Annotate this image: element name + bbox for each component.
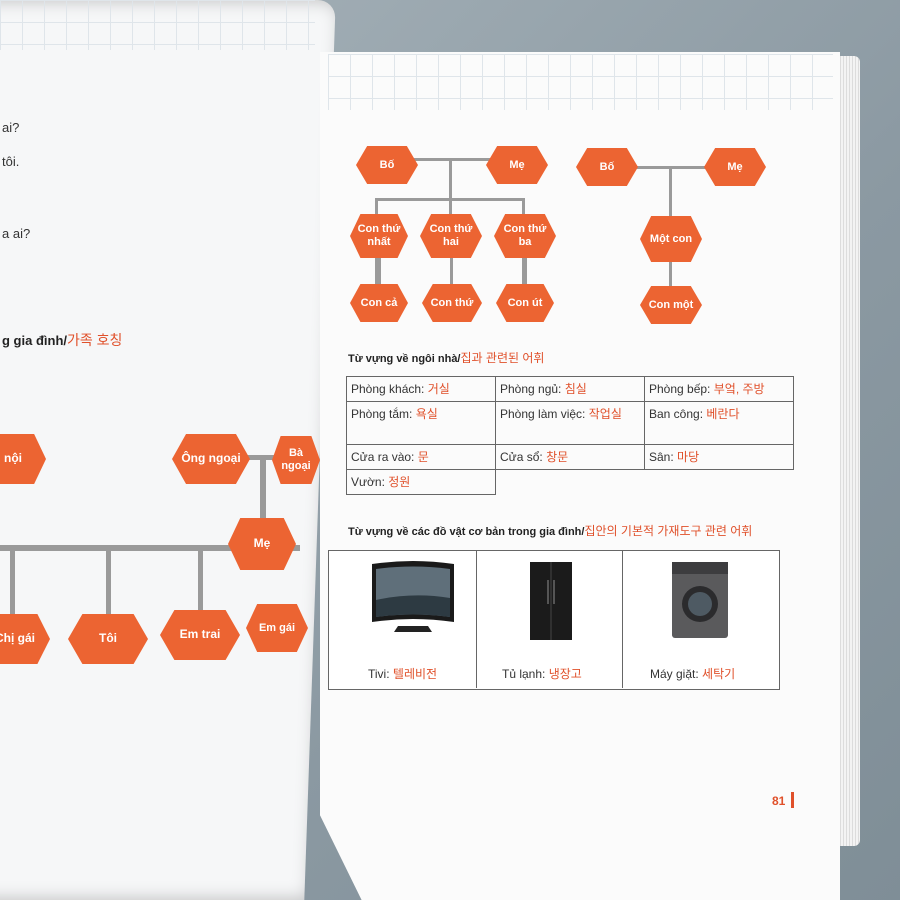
tree1-node-con-thu-ba: Con thứ ba <box>494 214 556 258</box>
left-tree-branch-3 <box>198 550 203 615</box>
tree2-node-me: Mẹ <box>704 148 766 186</box>
tree1-node-con-ut: Con út <box>496 284 554 322</box>
table-row: Cửa ra vào: 문 Cửa sổ: 창문 Sân: 마당 <box>346 444 794 470</box>
table-cell: Phòng khách: 거실 <box>346 376 496 402</box>
right-grid-header <box>328 54 833 110</box>
page-edges <box>838 56 860 846</box>
tree1-gc-link-2 <box>450 258 453 284</box>
table-row: Phòng khách: 거실 Phòng ngủ: 침실 Phòng bếp:… <box>346 376 794 402</box>
table-cell: Phòng làm việc: 작업실 <box>495 401 645 445</box>
table-cell: Vườn: 정원 <box>346 469 496 495</box>
appliance-divider-1 <box>476 550 477 688</box>
tree1-node-con-thu-nhat: Con thứ nhất <box>350 214 408 258</box>
left-tree-grandparent-link <box>230 455 280 460</box>
left-line-3: a ai? <box>2 226 31 241</box>
tree2-node-mot-con: Một con <box>640 216 702 262</box>
tree-node-ong-ngoai: Ông ngoại <box>172 434 250 484</box>
table-empty-cell <box>645 470 794 495</box>
left-grid-header <box>0 0 315 50</box>
tree1-node-me: Mẹ <box>486 146 548 184</box>
tv-image <box>372 561 454 632</box>
tree1-gc-link-1 <box>378 258 381 284</box>
left-tree-branch-2 <box>106 550 111 620</box>
tree1-node-con-thu: Con thứ <box>422 284 482 322</box>
appliance-caption-tv: Tivi: 텔레비전 <box>368 667 438 681</box>
tree1-gc-link-3 <box>524 258 527 284</box>
table-cell: Phòng ngủ: 침실 <box>495 376 645 402</box>
tree1-node-bo: Bố <box>356 146 418 184</box>
tree2-gc-link <box>669 262 672 286</box>
appliance-divider-2 <box>622 550 623 688</box>
tree1-trunk <box>449 160 452 230</box>
left-line-2: tôi. <box>2 154 20 169</box>
appliance-vocab-heading: Từ vựng về các đồ vật cơ bản trong gia đ… <box>348 524 753 538</box>
left-tree-connector <box>260 455 266 547</box>
tree-node-ba-ngoai: Bà ngoại <box>272 436 320 484</box>
table-cell: Phòng bếp: 부엌, 주방 <box>644 376 794 402</box>
tree-node-me-left: Mẹ <box>228 518 296 570</box>
page-number: 81 <box>772 794 786 808</box>
table-cell: Cửa sổ: 창문 <box>495 444 645 470</box>
tree2-node-bo: Bố <box>576 148 638 186</box>
left-tree-bar <box>0 545 300 551</box>
fridge-image <box>530 562 572 640</box>
tree-node-em-gai: Em gái <box>246 604 308 652</box>
table-cell: Sân: 마당 <box>644 444 794 470</box>
washing-machine-image <box>672 562 728 638</box>
tree2-trunk <box>669 168 672 218</box>
tree2-parent-link <box>632 166 712 169</box>
tree1-node-con-ca: Con cả <box>350 284 408 322</box>
appliance-caption-washer: Máy giặt: 세탁기 <box>650 667 736 681</box>
tree1-branch-bar <box>375 198 525 201</box>
page-number-bar <box>791 792 794 808</box>
left-tree-branch-1 <box>10 550 15 620</box>
house-vocab-heading: Từ vựng về ngôi nhà/집과 관련된 어휘 <box>348 351 545 365</box>
tree2-node-con-mot: Con một <box>640 286 702 324</box>
left-line-1: ai? <box>2 120 20 135</box>
tree-node-em-trai: Em trai <box>160 610 240 660</box>
table-row: Vườn: 정원 <box>346 469 794 495</box>
table-empty-cell <box>496 470 645 495</box>
tree1-node-con-thu-hai: Con thứ hai <box>420 214 482 258</box>
left-family-heading: g gia đình/가족 호칭 <box>2 332 123 348</box>
table-cell: Ban công: 베란다 <box>644 401 794 445</box>
house-vocab-table: Phòng khách: 거실 Phòng ngủ: 침실 Phòng bếp:… <box>346 376 794 495</box>
tree1-parent-link <box>412 158 516 161</box>
table-row: Phòng tắm: 욕실 Phòng làm việc: 작업실 Ban cô… <box>346 401 794 445</box>
appliance-caption-fridge: Tủ lạnh: 냉장고 <box>502 667 582 681</box>
table-cell: Phòng tắm: 욕실 <box>346 401 496 445</box>
table-cell: Cửa ra vào: 문 <box>346 444 496 470</box>
tree-node-toi: Tôi <box>68 614 148 664</box>
